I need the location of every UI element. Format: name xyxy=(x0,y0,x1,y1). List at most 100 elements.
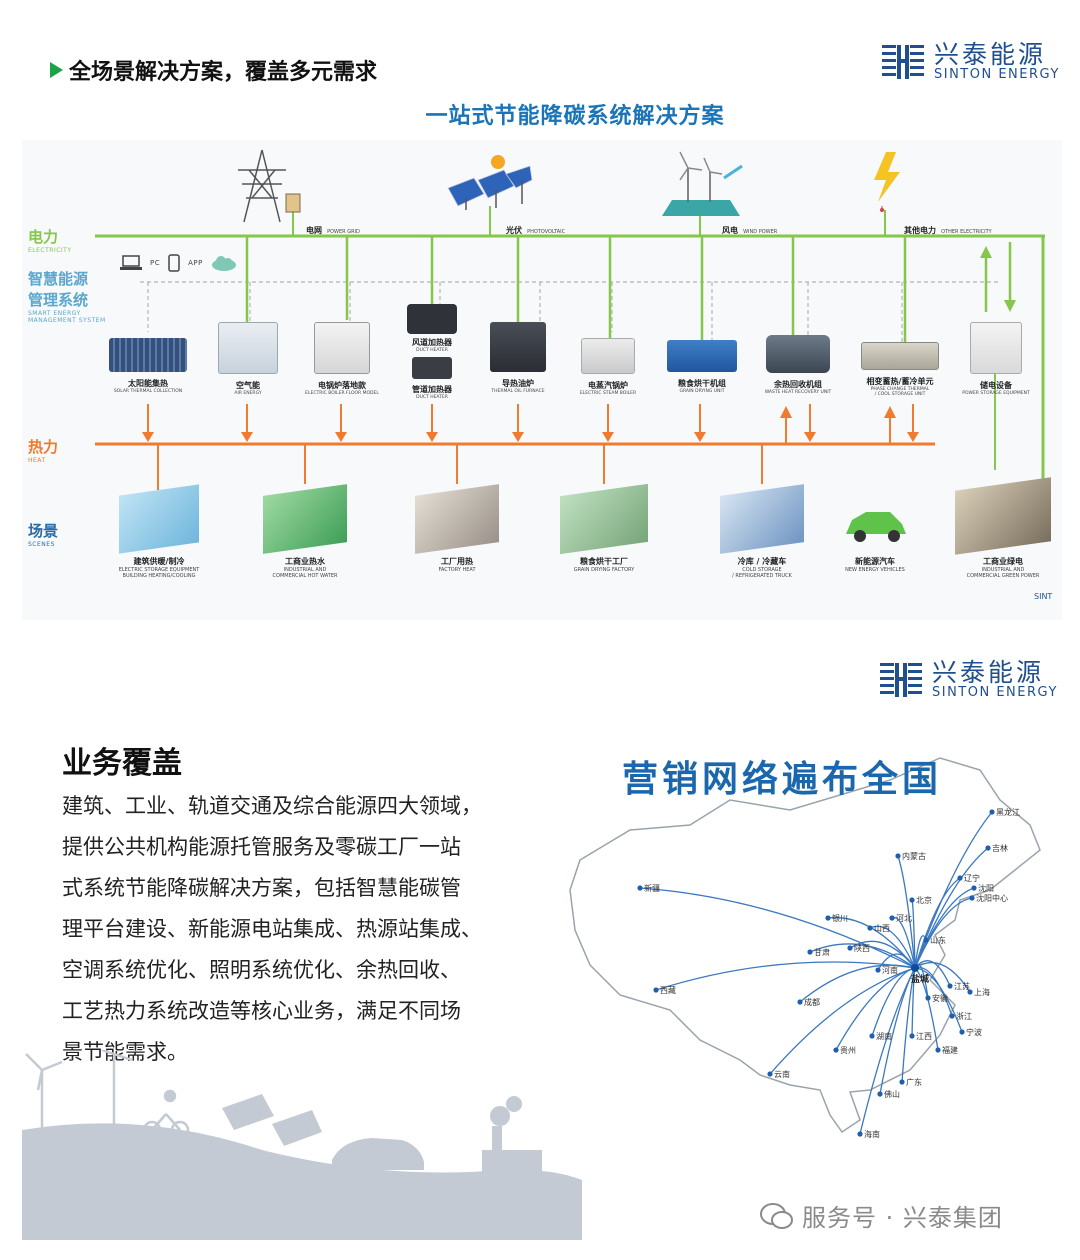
section-heading: 全场景解决方案，覆盖多元需求 xyxy=(50,54,377,86)
city-dot xyxy=(957,875,963,881)
hub-dot xyxy=(911,964,919,972)
city-label: 河南 xyxy=(882,965,898,975)
city-dot xyxy=(899,1079,905,1085)
route-arc xyxy=(859,967,916,1135)
logo-cn: 兴泰能源 xyxy=(932,658,1045,687)
row-label-scenes: 场景 SCENES xyxy=(28,522,59,548)
city-label: 佛山 xyxy=(884,1089,900,1099)
city-dot xyxy=(895,853,901,859)
city-label: 河北 xyxy=(896,913,912,923)
sinton-logo-icon xyxy=(880,663,922,697)
city-dot xyxy=(833,1047,839,1053)
city-dot xyxy=(985,845,991,851)
row-label-smart: 智慧能源 管理系统 SMART ENERGY MANAGEMENT SYSTEM xyxy=(28,270,106,324)
city-label: 新疆 xyxy=(644,883,660,893)
logo-en: SINTON ENERGY xyxy=(932,685,1058,700)
city-dot xyxy=(909,897,915,903)
city-dot xyxy=(947,983,953,989)
city-dot xyxy=(825,915,831,921)
equipment-steam-boiler: 电蒸汽锅炉 ELECTRIC STEAM BOILER xyxy=(560,338,656,396)
business-body: 建筑、工业、轨道交通及综合能源四大领域， 提供公共机构能源托管服务及零碳工厂一站… xyxy=(62,794,482,1064)
city-label: 江西 xyxy=(916,1032,932,1041)
equipment-thermal-oil: 导热油炉 THERMAL OIL FURNACE xyxy=(470,322,566,394)
scene-factory-heat: 工厂用热 FACTORY HEAT xyxy=(392,484,522,573)
city-dot xyxy=(877,1091,883,1097)
brand-logo-bottom: 兴泰能源 SINTON ENERGY xyxy=(880,660,1058,700)
city-label: 山西 xyxy=(874,923,890,933)
equipment-duct-heater: 风道加热器 DUCT HEATER 管道加热器 DUCT HEATER xyxy=(384,304,480,400)
city-dot xyxy=(935,1047,941,1053)
city-dot xyxy=(971,885,977,891)
source-wind-power: 风电 WIND POWER xyxy=(722,226,778,235)
row-label-electricity: 电力 ELECTRICITY xyxy=(28,228,72,254)
city-label: 湖南 xyxy=(876,1031,892,1041)
bicycle-icon xyxy=(142,1089,190,1140)
equipment-grain-drying: 粮食烘干机组 GRAIN DRYING UNIT xyxy=(654,340,750,394)
route-arc xyxy=(809,943,916,969)
source-other-electricity: 其他电力 OTHER ELECTRICITY xyxy=(904,226,992,235)
meter-box-icon xyxy=(285,193,301,213)
city-label: 成都 xyxy=(804,997,820,1007)
logo-en: SINTON ENERGY xyxy=(934,67,1060,82)
car-icon xyxy=(332,1138,424,1170)
route-arc xyxy=(914,897,973,969)
wind-turbine-icon xyxy=(662,151,743,216)
city-dot xyxy=(857,1131,863,1137)
route-arc xyxy=(655,961,916,991)
city-label: 海南 xyxy=(864,1129,880,1139)
hub-label: 盐城 xyxy=(911,973,929,985)
power-tower-icon xyxy=(238,149,286,223)
city-dot xyxy=(969,895,975,901)
route-arc xyxy=(769,967,916,1075)
city-dot xyxy=(925,995,931,1001)
city-label: 云南 xyxy=(774,1069,790,1079)
sinton-logo-icon xyxy=(882,45,924,79)
city-dot xyxy=(767,1071,773,1077)
city-label: 沈阳 xyxy=(978,883,994,893)
brand-logo-top: 兴泰能源 SINTON ENERGY xyxy=(882,42,1060,82)
city-label: 贵州 xyxy=(840,1045,856,1055)
row-label-heat: 热力 HEAT xyxy=(28,438,59,464)
city-label: 沈阳中心 xyxy=(976,893,1008,903)
solar-panel-icon xyxy=(447,155,533,210)
logo-cn: 兴泰能源 xyxy=(934,40,1047,69)
equipment-power-storage: 储电设备 POWER STORAGE EQUIPMENT xyxy=(948,322,1044,396)
diagram-lines xyxy=(95,206,1045,490)
city-label: 江苏 xyxy=(954,981,970,991)
equipment-electric-boiler: 电锅炉落地款 ELECTRIC BOILER FLOOR MODEL xyxy=(294,322,390,396)
lightning-icon xyxy=(874,152,900,214)
route-arc xyxy=(869,925,916,969)
city-label: 浙江 xyxy=(956,1011,972,1021)
city-label: 上海 xyxy=(974,987,990,997)
city-label: 内蒙古 xyxy=(902,851,926,861)
scene-ev: 新能源汽车 NEW ENERGY VEHICLES xyxy=(810,500,940,573)
city-dot xyxy=(889,915,895,921)
equipment-solar-thermal: 太阳能集热 SOLAR THERMAL COLLECTION xyxy=(100,338,196,394)
city-dot xyxy=(797,999,803,1005)
route-arc xyxy=(914,811,993,969)
solar-panel-icon xyxy=(222,1094,322,1146)
play-triangle-icon xyxy=(50,62,63,78)
city-label: 黑龙江 xyxy=(996,807,1020,817)
smart-devices: PC APP xyxy=(120,254,237,272)
route-arc xyxy=(897,855,916,969)
cloud-icon xyxy=(211,256,236,271)
city-label: 甘肃 xyxy=(814,947,830,957)
equipment-phase-change: 相变蓄热/蓄冷单元 PHASE CHANGE THERMAL / COOL ST… xyxy=(852,342,948,397)
city-dot xyxy=(847,945,853,951)
route-arc xyxy=(639,887,916,969)
green-car-icon xyxy=(846,512,906,542)
business-title: 业务覆盖 xyxy=(62,746,182,781)
scene-grain-factory: 粮食烘干工厂 GRAIN DRYING FACTORY xyxy=(539,483,669,573)
city-label: 广东 xyxy=(906,1077,922,1087)
diagram-title: 一站式节能降碳系统解决方案 xyxy=(425,104,725,129)
scene-building-heating: 建筑供暖/制冷 ELECTRIC STORAGE EQUIPMENT BUILD… xyxy=(94,484,224,579)
city-dot xyxy=(923,937,929,943)
city-label: 陕西 xyxy=(854,943,870,953)
city-label: 安徽 xyxy=(932,993,948,1003)
source-photovoltaic: 光伏 PHOTOVOLTAIC xyxy=(506,226,566,235)
city-dot xyxy=(637,885,643,891)
city-label: 山东 xyxy=(930,935,946,945)
wechat-icon xyxy=(760,1202,793,1229)
map-title: 营销网络遍布全国 xyxy=(622,759,943,800)
